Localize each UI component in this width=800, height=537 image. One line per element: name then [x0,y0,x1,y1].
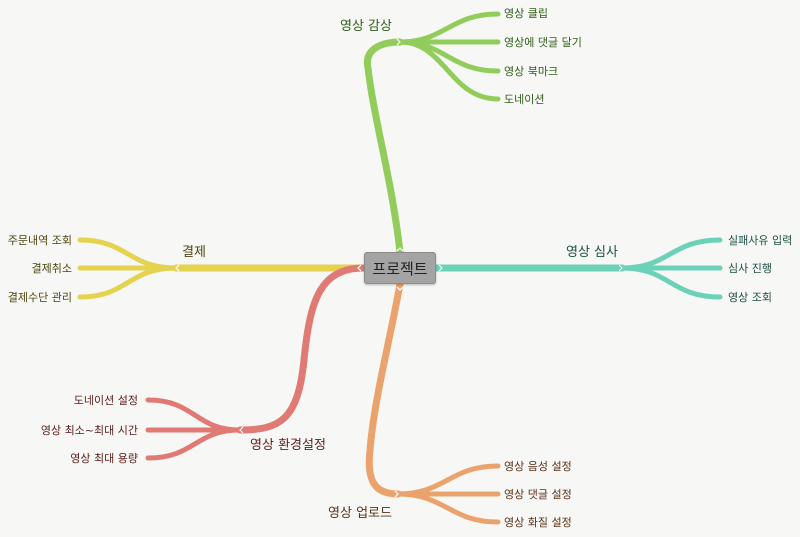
collapse-chevron-icon[interactable] [175,264,180,272]
leaf-right-3[interactable]: 영상 조회 [728,291,772,304]
connector-bottom-main [365,280,404,498]
connector-top-main [363,38,404,256]
connector-right-leaf-3 [619,265,723,300]
collapse-markers [175,38,623,498]
branch-label-bottom[interactable]: 영상 업로드 [328,506,392,521]
connector-top-leaf-4 [397,39,501,102]
leaf-left-1[interactable]: 주문내역 조회 [8,234,72,247]
branch-label-bottom-left[interactable]: 영상 환경설정 [250,438,326,453]
leaf-bottom-1[interactable]: 영상 음성 설정 [504,460,572,473]
leaf-bottom-left-2[interactable]: 영상 최소~최대 시간 [41,424,138,437]
leaf-bottom-left-3[interactable]: 영상 최대 용량 [70,452,138,465]
connector-bottom-left-leaf-3 [145,427,243,461]
leaf-top-1[interactable]: 영상 클립 [504,7,548,20]
leaf-left-2[interactable]: 결제취소 [32,262,72,275]
collapse-chevron-icon[interactable] [438,264,443,272]
leaf-top-3[interactable]: 영상 북마크 [504,65,558,78]
collapse-chevron-icon[interactable] [618,264,623,272]
connector-top-leaf-1 [397,11,501,45]
connector-bottom-leaf-1 [395,463,501,497]
connector-left-leaf-1 [77,237,179,271]
branch-label-top[interactable]: 영상 감상 [340,19,392,34]
root-node-label: 프로젝트 [372,259,428,278]
connectors [77,11,723,525]
leaf-top-4[interactable]: 도네이션 [504,93,544,106]
branch-label-right[interactable]: 영상 심사 [566,245,618,260]
leaf-top-2[interactable]: 영상에 댓글 달기 [504,36,582,49]
collapse-chevron-icon[interactable] [357,264,362,272]
leaf-bottom-left-1[interactable]: 도네이션 설정 [74,394,138,407]
leaf-bottom-2[interactable]: 영상 댓글 설정 [504,488,572,501]
collapse-chevron-icon[interactable] [396,247,404,252]
collapse-chevron-icon[interactable] [394,490,399,498]
root-node[interactable]: 프로젝트 [364,252,436,284]
connector-left-leaf-3 [77,265,179,300]
leaf-bottom-3[interactable]: 영상 화질 설정 [504,516,572,529]
branch-label-left[interactable]: 결제 [182,245,206,260]
collapse-chevron-icon[interactable] [396,38,401,46]
collapse-chevron-icon[interactable] [239,426,244,434]
connector-bottom-left-leaf-1 [145,397,243,433]
leaf-right-1[interactable]: 실패사유 입력 [728,234,792,247]
connector-bottom-left-main [236,264,368,434]
leaf-right-2[interactable]: 심사 진행 [728,262,772,275]
connector-right-leaf-1 [619,237,723,271]
leaf-left-3[interactable]: 결제수단 관리 [8,291,72,304]
collapse-chevron-icon[interactable] [396,286,404,291]
connector-bottom-leaf-3 [395,491,501,525]
